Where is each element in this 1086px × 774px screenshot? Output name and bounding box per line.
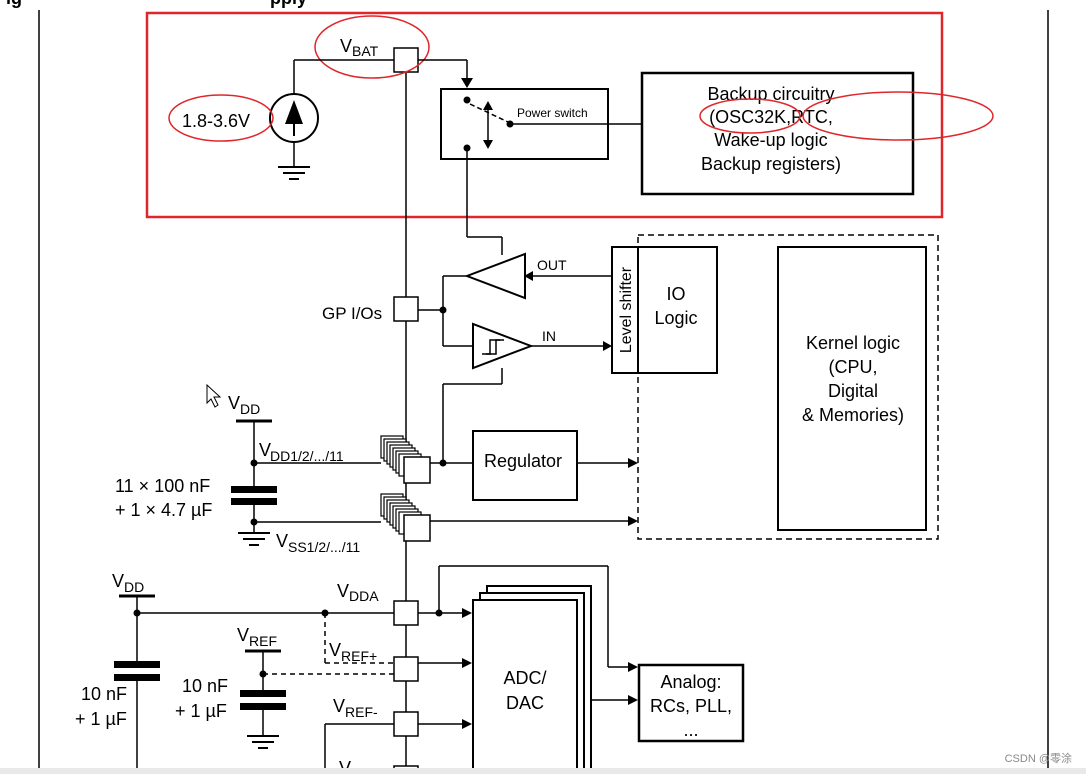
kernel-line-3: Digital [828, 381, 878, 401]
vbat-label-sub: BAT [352, 43, 379, 59]
cap-mid-line-2: + 1 µF [175, 701, 227, 721]
kernel-domain-box [637, 234, 939, 540]
io-logic-line-1: IO [666, 284, 685, 304]
out-label: OUT [537, 257, 567, 273]
cap-top-line-2: + 1 × 4.7 µF [115, 500, 212, 520]
vrefm-label-sub: REF- [345, 704, 378, 720]
vdd-bus-label-sub: DD1/2/.../11 [270, 448, 344, 464]
arrow-right-icon [628, 458, 638, 468]
cap-mid-line-1: 10 nF [182, 676, 228, 696]
kernel-line-2: (CPU, [829, 357, 878, 377]
analog-line-1: Analog: [660, 672, 721, 692]
backup-line-4: Backup registers) [701, 154, 841, 174]
level-shifter-label: Level shifter [618, 266, 635, 353]
regulator-box [472, 430, 578, 501]
vdd-bottom-label-sub: DD [124, 579, 144, 595]
kernel-line-1: Kernel logic [806, 333, 900, 353]
gpio-pin [393, 296, 419, 322]
cap-left-line-1: 10 nF [81, 684, 127, 704]
capacitor-icon [240, 690, 286, 697]
adc-line-2: DAC [506, 693, 544, 713]
vbat-label: V [340, 36, 352, 56]
footer-band [0, 768, 1086, 774]
capacitor-icon [231, 486, 277, 493]
adc-line-1: ADC/ [503, 668, 546, 688]
vrefm-label: V [333, 696, 345, 716]
vdd-top-label-sub: DD [240, 401, 260, 417]
vdd-top-label: V [228, 393, 240, 413]
vss-pin-stack [380, 493, 431, 542]
vrefp-pin [393, 656, 419, 682]
cap-left-line-2: + 1 µF [75, 709, 127, 729]
watermark: CSDN @零涂 [1004, 753, 1072, 765]
voltage-range-label: 1.8-3.6V [182, 111, 250, 131]
vdd-pin-stack [380, 435, 431, 484]
regulator-label: Regulator [484, 451, 562, 471]
kernel-logic-box [777, 246, 927, 531]
source-arrow-icon [285, 100, 303, 124]
io-logic-box [637, 246, 718, 374]
vdda-label: V [337, 581, 349, 601]
vss-bus-label: V [276, 531, 288, 551]
vbat-highlight [314, 15, 430, 79]
vss-bus-label-sub: SS1/2/.../11 [288, 539, 360, 555]
vdd-bottom-label: V [112, 571, 124, 591]
vrefp-label-sub: REF+ [341, 648, 377, 664]
cap-top-line-1: 11 × 100 nF [115, 476, 210, 496]
gpio-label: GP I/Os [322, 304, 382, 323]
backup-line-2: (OSC32K,RTC, [709, 107, 833, 127]
in-label: IN [542, 328, 556, 344]
arrow-down-icon [461, 78, 473, 88]
capacitor-icon [114, 661, 160, 668]
analog-box [637, 663, 745, 743]
backup-line-3: Wake-up logic [714, 130, 827, 150]
adc-dac-box [472, 599, 578, 774]
highlight-box [145, 11, 944, 219]
osc-highlight [699, 98, 801, 134]
vref-label-sub: REF [249, 633, 277, 649]
output-buffer-icon [464, 252, 526, 300]
power-switch-label: Power switch [517, 106, 588, 120]
vdd-bus-label: V [259, 440, 271, 460]
kernel-line-4: & Memories) [802, 405, 904, 425]
cursor-icon [206, 383, 222, 408]
analog-line-3: ... [683, 720, 698, 740]
header-fragment-2: pply [270, 0, 307, 8]
io-logic-line-2: Logic [654, 308, 697, 328]
voltage-highlight [168, 94, 274, 142]
vref-label: V [237, 625, 249, 645]
vrefm-pin [393, 711, 419, 737]
header-fragment: ig [6, 0, 22, 8]
vdda-pin [393, 600, 419, 626]
input-buffer-icon [472, 322, 534, 370]
vrefp-label: V [329, 640, 341, 660]
vdda-label-sub: DDA [349, 588, 379, 604]
analog-line-2: RCs, PLL, [650, 696, 732, 716]
rtc-highlight [802, 91, 994, 141]
